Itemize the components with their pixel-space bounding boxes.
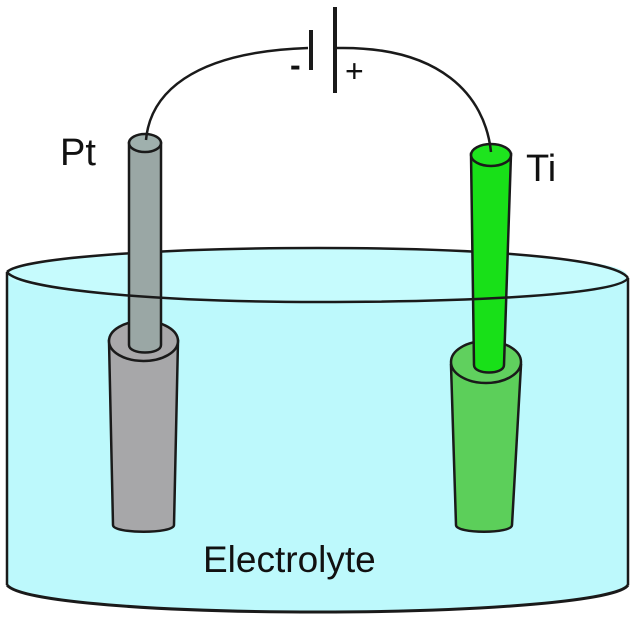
container-bottom-rim <box>5 583 630 614</box>
battery-symbol: - + <box>290 7 364 93</box>
battery-positive-sign: + <box>345 53 364 89</box>
battery-negative-sign: - <box>290 47 301 83</box>
container-front <box>5 271 630 614</box>
circuit-wires <box>144 46 493 153</box>
wire-to-ti <box>336 46 493 153</box>
ti-label: Ti <box>526 148 556 190</box>
pt-sleeve <box>107 339 180 533</box>
ti-rod <box>469 152 513 374</box>
ti-sleeve <box>449 363 523 533</box>
ti-electrode <box>449 142 523 533</box>
pt-rod <box>127 141 163 354</box>
pt-electrode <box>107 132 180 533</box>
wire-to-pt <box>144 46 309 141</box>
electrolyte-label: Electrolyte <box>203 539 376 580</box>
pt-label: Pt <box>60 132 96 174</box>
container-front-rim <box>5 271 630 304</box>
pt-rod-top <box>127 132 163 154</box>
container-back-rim <box>6 246 630 279</box>
